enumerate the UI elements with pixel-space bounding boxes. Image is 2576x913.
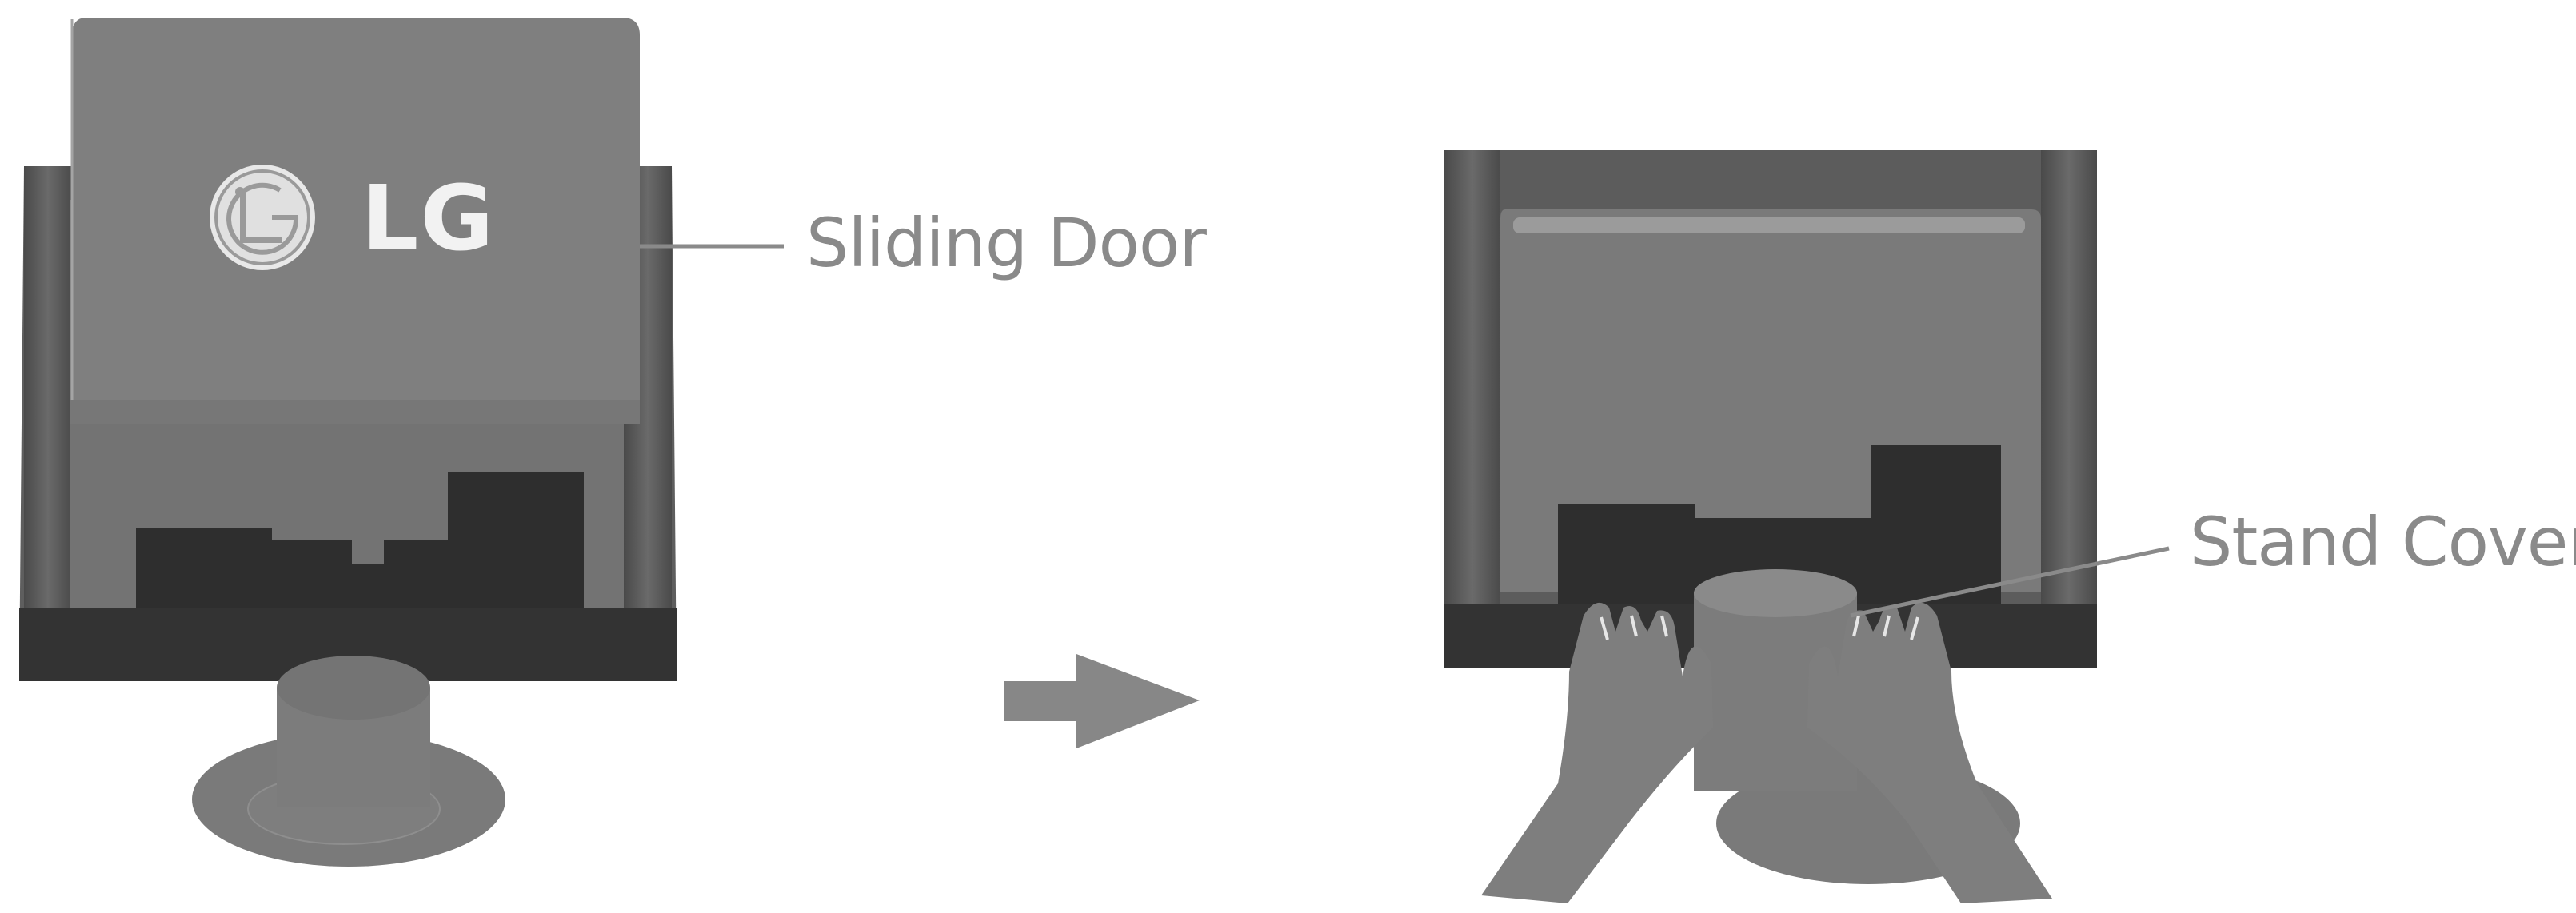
arrow-right-icon <box>1004 654 1200 748</box>
lg-logo-icon <box>210 165 315 270</box>
stand-cover-label: Stand Cover <box>2190 508 2576 576</box>
lg-logo-text: LG <box>361 174 495 264</box>
sliding-door-label: Sliding Door <box>806 209 1206 277</box>
left-stand <box>192 656 505 867</box>
sliding-door <box>70 18 640 424</box>
